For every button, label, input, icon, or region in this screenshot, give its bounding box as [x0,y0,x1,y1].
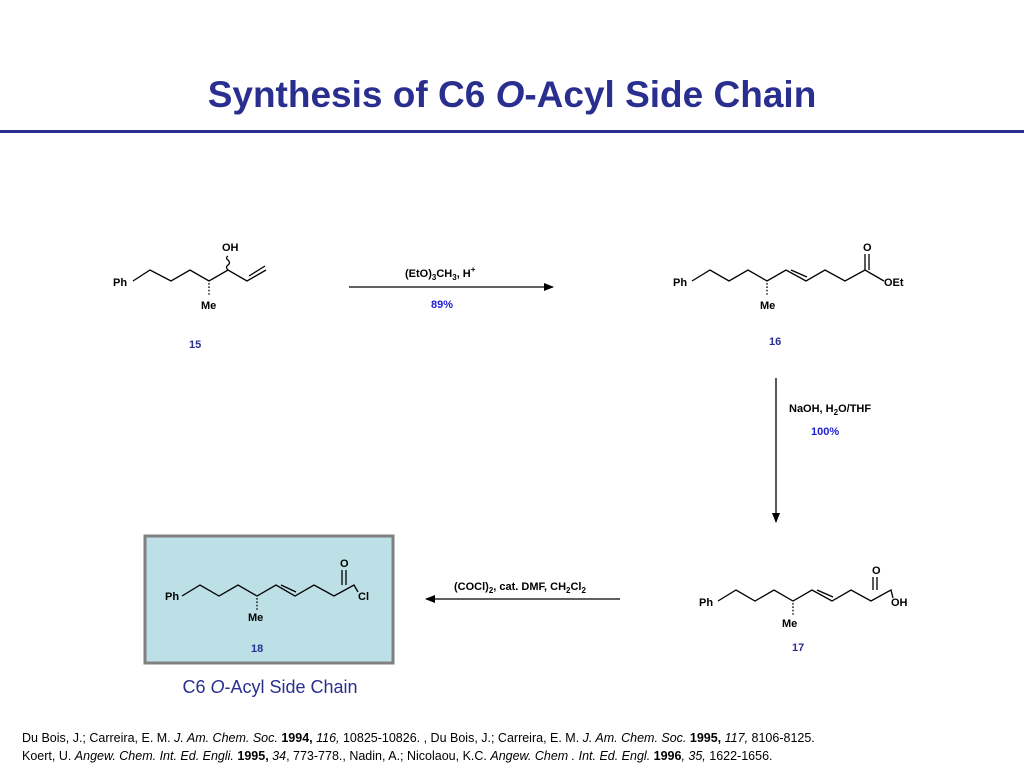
yield-step-2: 100% [811,426,839,438]
reagent-step-1: (EtO)3CH3, H+ [405,265,476,282]
carbonyl-oxygen-label: O [340,558,349,570]
methyl-label: Me [782,618,797,630]
title-text-end: -Acyl Side Chain [524,74,817,115]
reference-line-1: Du Bois, J.; Carreira, E. M. J. Am. Chem… [22,731,815,745]
compound-number-15: 15 [189,339,201,351]
phenyl-label: Ph [113,277,127,289]
compound-number-18: 18 [251,643,263,655]
compound-16-structure: Ph O OEt Me [673,242,904,312]
title-text: Synthesis of C6 [207,74,496,115]
phenyl-label: Ph [699,597,713,609]
methyl-label: Me [201,300,216,312]
carbonyl-oxygen-label: O [863,242,872,254]
page-title: Synthesis of C6 O-Acyl Side Chain [0,74,1024,116]
reference-line-2: Koert, U. Angew. Chem. Int. Ed. Engli. 1… [22,749,773,763]
chloride-label: Cl [358,591,369,603]
compound-17-structure: Ph O OH Me [699,565,908,630]
title-italic-o: O [495,74,525,115]
reagent-step-2: NaOH, H2O/THF [789,403,871,417]
phenyl-label: Ph [165,591,179,603]
product-caption: C6 O-Acyl Side Chain [182,677,358,697]
methyl-label: Me [760,300,775,312]
phenyl-label: Ph [673,277,687,289]
compound-18-structure: Ph O Cl Me [165,558,369,624]
carbonyl-oxygen-label: O [872,565,881,577]
reagent-step-3: (COCl)2, cat. DMF, CH2Cl2 [454,581,586,595]
hydroxyl-label: OH [891,597,908,609]
hydroxyl-label: OH [222,242,239,254]
product-highlight-box [143,534,395,665]
title-divider [0,130,1024,133]
compound-15-structure: Ph OH Me [113,242,267,312]
methyl-label: Me [248,612,263,624]
compound-number-16: 16 [769,336,781,348]
yield-step-1: 89% [431,299,453,311]
references: Du Bois, J.; Carreira, E. M. J. Am. Chem… [22,729,1012,765]
compound-number-17: 17 [792,642,804,654]
ethoxy-label: OEt [884,277,904,289]
